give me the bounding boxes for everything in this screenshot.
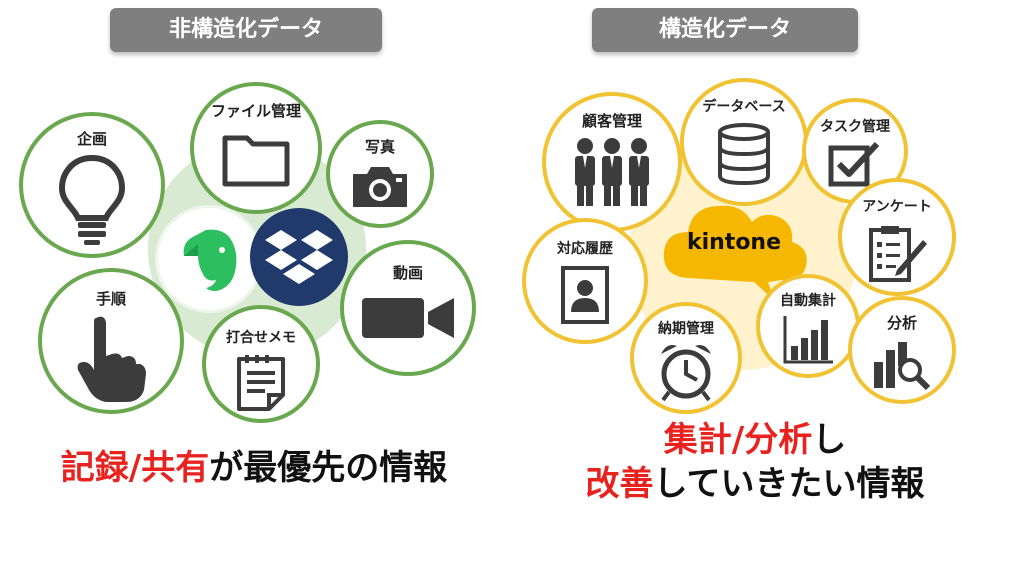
database-label: データベース: [702, 99, 786, 115]
camera-icon: [353, 167, 407, 207]
bubble-database: データベース: [680, 78, 808, 206]
database-icon: [718, 123, 770, 186]
checkbox-icon: [828, 141, 880, 187]
tasks-label: タスク管理: [820, 119, 890, 135]
memo-label: 打合せメモ: [226, 330, 296, 346]
dropbox-icon: [265, 230, 333, 284]
deadlines-label: 納期管理: [658, 321, 714, 337]
right-headline-line1-rest: し: [812, 420, 847, 460]
left-headline: 記録/共有が最優先の情報: [6, 440, 502, 489]
bubble-idea: 企画: [19, 112, 165, 258]
bubble-photo: 写真: [326, 120, 434, 228]
kintone-cloud-icon: [663, 205, 807, 300]
right-headline-line2-rest: していきたい情報: [653, 464, 925, 504]
right-headline-line1: 集計/分析し: [520, 418, 990, 462]
right-headline-line2-highlight: 改善: [585, 464, 654, 504]
bubble-survey: アンケート: [838, 178, 956, 296]
notepad-icon: [237, 355, 285, 411]
history-label: 対応履歴: [557, 241, 613, 257]
left-headline-rest: が最優先の情報: [209, 448, 448, 488]
folder-icon: [222, 135, 290, 187]
survey-label: アンケート: [862, 199, 932, 215]
bubble-deadlines: 納期管理: [630, 302, 742, 414]
bubble-memo: 打合せメモ: [202, 305, 320, 423]
right-headline: 集計/分析し 改善していきたい情報: [520, 418, 990, 506]
unstructured-data-header: 非構造化データ: [110, 8, 382, 52]
contact-card-icon: [561, 266, 609, 324]
kintone-label: kintone: [686, 230, 782, 255]
files-label: ファイル管理: [210, 102, 301, 120]
bubble-files: ファイル管理: [190, 82, 322, 214]
left-headline-highlight: 記録/共有: [60, 448, 210, 488]
video-label: 動画: [392, 264, 423, 282]
auto-aggregate-label: 自動集計: [780, 293, 836, 309]
bar-chart-icon: [783, 316, 833, 364]
dropbox-logo: [250, 208, 348, 306]
evernote-logo: [158, 208, 260, 310]
structured-data-header: 構造化データ: [592, 8, 858, 52]
photo-label: 写真: [364, 138, 395, 156]
pointing-hand-icon: [77, 316, 146, 402]
people-group-icon: [575, 138, 649, 206]
clipboard-pen-icon: [869, 226, 927, 282]
alarm-clock-icon: [661, 345, 711, 402]
right-headline-line2: 改善していきたい情報: [520, 462, 990, 506]
right-headline-line1-highlight: 集計/分析: [663, 420, 813, 460]
analysis-label: 分析: [886, 314, 917, 332]
bubble-analysis: 分析: [848, 296, 956, 404]
bubble-video: 動画: [340, 240, 476, 376]
bubble-auto-aggregate: 自動集計: [756, 274, 860, 378]
video-camera-icon: [362, 298, 454, 338]
evernote-icon: [183, 229, 237, 291]
procedure-label: 手順: [95, 290, 126, 308]
analysis-magnifier-icon: [874, 342, 931, 390]
customers-label: 顧客管理: [581, 112, 642, 130]
bubble-history: 対応履歴: [522, 218, 648, 344]
bubble-customers: 顧客管理: [542, 92, 682, 232]
idea-label: 企画: [76, 130, 107, 148]
lightbulb-icon: [58, 154, 126, 245]
bubble-procedure: 手順: [38, 268, 184, 414]
